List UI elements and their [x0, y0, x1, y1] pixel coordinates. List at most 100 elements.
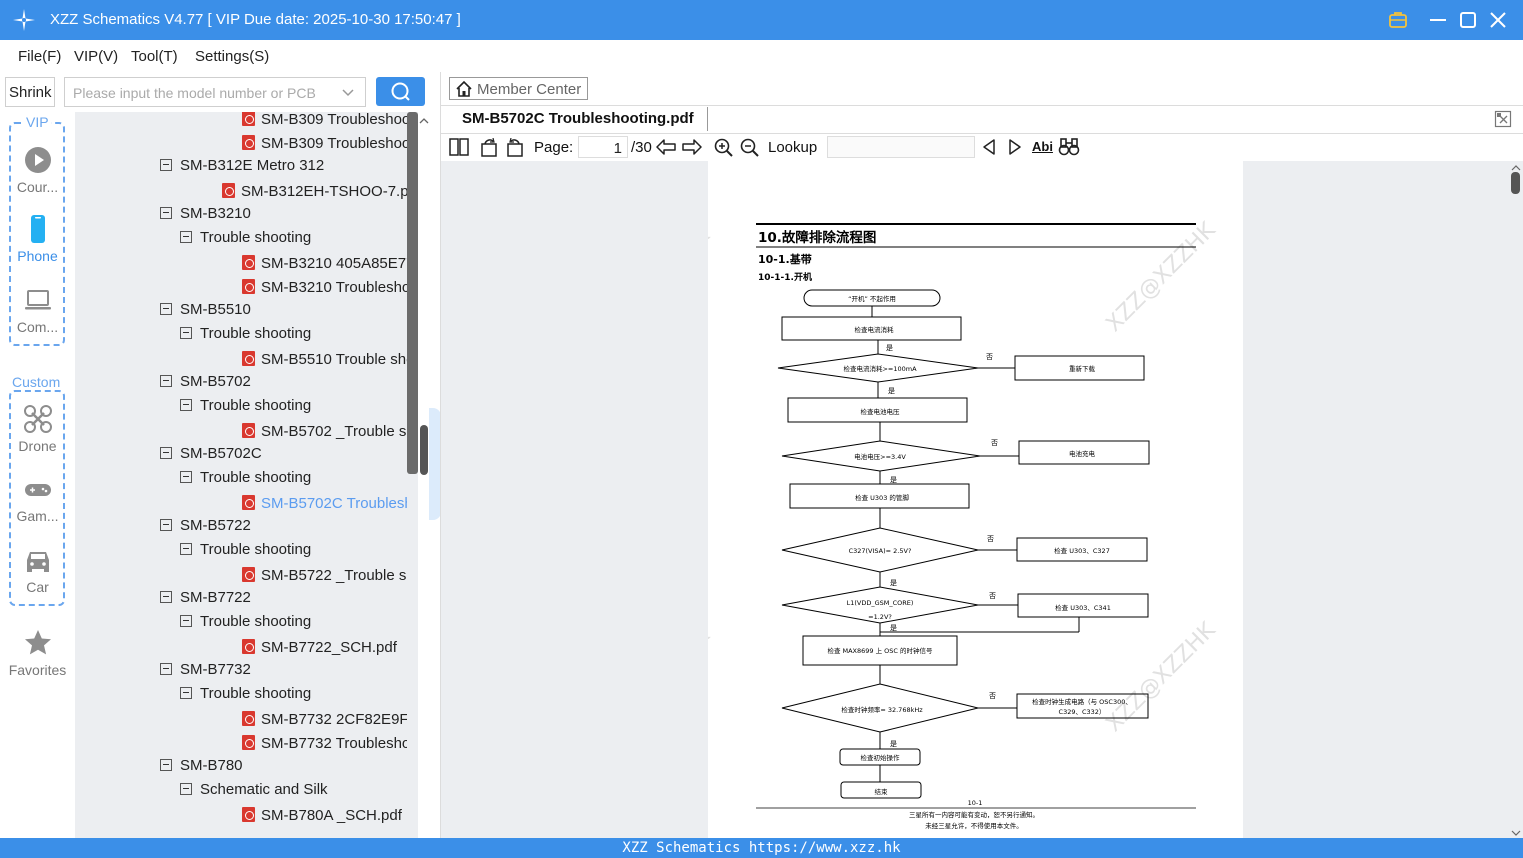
find-next-icon[interactable] — [1008, 138, 1022, 156]
tree-folder-item[interactable]: Schematic and Silk — [180, 781, 407, 805]
collapse-toggle-icon[interactable] — [160, 519, 172, 531]
tree-folder-item[interactable]: Trouble shooting — [180, 613, 407, 637]
collapse-toggle-icon[interactable] — [180, 783, 192, 795]
tree-file-item[interactable]: SM-B7722_SCH.pdf — [242, 637, 407, 661]
collapse-toggle-icon[interactable] — [180, 399, 192, 411]
tree-file-item[interactable]: SM-B7732 2CF82E9FD64C46 — [242, 709, 407, 733]
tree-item-label: SM-B780 — [180, 757, 243, 774]
close-tab-icon[interactable] — [1494, 110, 1512, 128]
menu-file[interactable]: File(F) — [18, 48, 62, 65]
tree-folder-item[interactable]: SM-B5510 — [160, 301, 407, 325]
collapse-toggle-icon[interactable] — [180, 687, 192, 699]
chevron-down-icon[interactable] — [341, 86, 355, 100]
tree-file-item[interactable]: SM-B5702C Troubleshooting — [242, 493, 407, 517]
tree-file-item[interactable]: SM-B309 Troubleshooting_2 — [242, 112, 407, 133]
tree-item-label: SM-B5510 — [180, 301, 251, 318]
nav-favorites[interactable]: Favorites — [0, 628, 75, 678]
maximize-icon[interactable] — [1456, 8, 1480, 32]
tree-scrollbar[interactable] — [407, 112, 418, 474]
nav-game[interactable]: Gam... — [0, 474, 75, 524]
no-label-5: 否 — [989, 692, 996, 700]
collapse-toggle-icon[interactable] — [160, 303, 172, 315]
menu-settings[interactable]: Settings(S) — [195, 48, 270, 65]
close-icon[interactable] — [1486, 8, 1510, 32]
collapse-toggle-icon[interactable] — [180, 231, 192, 243]
tree-file-item[interactable]: SM-B5722 _Trouble shooting — [242, 565, 407, 589]
pdf-file-icon — [242, 807, 255, 822]
zoom-in-icon[interactable] — [714, 138, 734, 158]
collapse-toggle-icon[interactable] — [160, 207, 172, 219]
shrink-button[interactable]: Shrink — [5, 77, 55, 107]
collapse-toggle-icon[interactable] — [160, 375, 172, 387]
split-toggle[interactable] — [429, 408, 441, 520]
document-tab[interactable]: SM-B5702C Troubleshooting.pdf — [462, 110, 694, 127]
dual-page-icon[interactable] — [449, 138, 469, 156]
collapse-toggle-icon[interactable] — [180, 543, 192, 555]
tree-item-label: SM-B3210 — [180, 205, 251, 222]
tree-folder-item[interactable]: SM-B312E Metro 312 — [160, 157, 407, 181]
lookup-label: Lookup — [768, 139, 818, 156]
tree-folder-item[interactable]: SM-B780 — [160, 757, 407, 781]
tree-folder-item[interactable]: Trouble shooting — [180, 397, 407, 421]
collapse-toggle-icon[interactable] — [180, 615, 192, 627]
collapse-toggle-icon[interactable] — [160, 447, 172, 459]
step-check-u303-c341: 检查 U303、C341 — [1055, 603, 1111, 612]
watermarks: XZZ@XZZHK XZZ@XZZHK XZZ@XZZHK XZZ@XZZHK — [708, 217, 1221, 742]
binoculars-icon[interactable] — [1058, 138, 1080, 156]
collapse-toggle-icon[interactable] — [160, 759, 172, 771]
match-case-toggle[interactable]: Abi — [1032, 139, 1053, 154]
viewer-scroll-up-icon[interactable] — [1510, 164, 1522, 172]
nav-phone[interactable]: Phone — [0, 214, 75, 264]
nav-course[interactable]: Cour... — [0, 145, 75, 195]
tree-folder-item[interactable]: Trouble shooting — [180, 541, 407, 565]
tree-file-item[interactable]: SM-B309 Troubleshooting_4 — [242, 133, 407, 157]
menu-tool[interactable]: Tool(T) — [131, 48, 178, 65]
nav-drone[interactable]: Drone — [0, 404, 75, 454]
nav-car[interactable]: Car — [0, 545, 75, 595]
tree-folder-item[interactable]: SM-B7732 — [160, 661, 407, 685]
collapse-toggle-icon[interactable] — [160, 591, 172, 603]
zoom-out-icon[interactable] — [740, 138, 760, 158]
collapse-toggle-icon[interactable] — [160, 159, 172, 171]
tree-folder-item[interactable]: SM-B3210 — [160, 205, 407, 229]
tree-folder-item[interactable]: SM-B5702C — [160, 445, 407, 469]
minimize-icon[interactable] — [1426, 8, 1450, 32]
tree-file-item[interactable]: SM-B3210 405A85E77E6A4B — [242, 253, 407, 277]
previous-page-icon[interactable] — [656, 138, 676, 156]
tree-file-item[interactable]: SM-B780A _SCH.pdf — [242, 805, 407, 829]
search-button[interactable] — [376, 77, 425, 106]
viewer-scrollbar[interactable] — [1511, 172, 1520, 194]
viewer-scroll-down-icon[interactable] — [1510, 829, 1522, 837]
tree-folder-item[interactable]: Trouble shooting — [180, 685, 407, 709]
split-handle[interactable] — [420, 425, 428, 475]
collapse-toggle-icon[interactable] — [180, 471, 192, 483]
rotate-right-icon[interactable] — [505, 138, 525, 158]
find-previous-icon[interactable] — [982, 138, 996, 156]
tree-folder-item[interactable]: Trouble shooting — [180, 325, 407, 349]
pdf-file-icon — [242, 735, 255, 750]
tree-folder-item[interactable]: SM-B5722 — [160, 517, 407, 541]
tree-file-item[interactable]: SM-B5702 _Trouble shooting — [242, 421, 407, 445]
scroll-up-icon[interactable] — [418, 114, 430, 128]
nav-computer[interactable]: Com... — [0, 285, 75, 335]
step-end: 结束 — [875, 787, 889, 796]
tree-file-item[interactable]: SM-B312EH-TSHOO-7.pdf — [222, 181, 407, 205]
rotate-left-icon[interactable] — [479, 138, 499, 158]
member-center-button[interactable]: Member Center — [449, 77, 588, 100]
menu-vip[interactable]: VIP(V) — [74, 48, 119, 65]
tree-folder-item[interactable]: SM-B7722 — [160, 589, 407, 613]
tree-folder-item[interactable]: Trouble shooting — [180, 469, 407, 493]
tree-folder-item[interactable]: Trouble shooting — [180, 229, 407, 253]
tree-file-item[interactable]: SM-B3210 Troubleshooting_ — [242, 277, 407, 301]
vip-briefcase-icon[interactable] — [1386, 8, 1410, 32]
tree-file-item[interactable]: SM-B5510 Trouble shooting. — [242, 349, 407, 373]
next-page-icon[interactable] — [682, 138, 702, 156]
home-icon — [456, 80, 472, 97]
search-input[interactable]: Please input the model number or PCB — [64, 77, 366, 107]
lookup-input[interactable] — [827, 136, 975, 158]
page-number-input[interactable]: 1 — [578, 136, 628, 158]
collapse-toggle-icon[interactable] — [180, 327, 192, 339]
tree-folder-item[interactable]: SM-B5702 — [160, 373, 407, 397]
collapse-toggle-icon[interactable] — [160, 663, 172, 675]
tree-file-item[interactable]: SM-B7732 Troubleshooting. — [242, 733, 407, 757]
